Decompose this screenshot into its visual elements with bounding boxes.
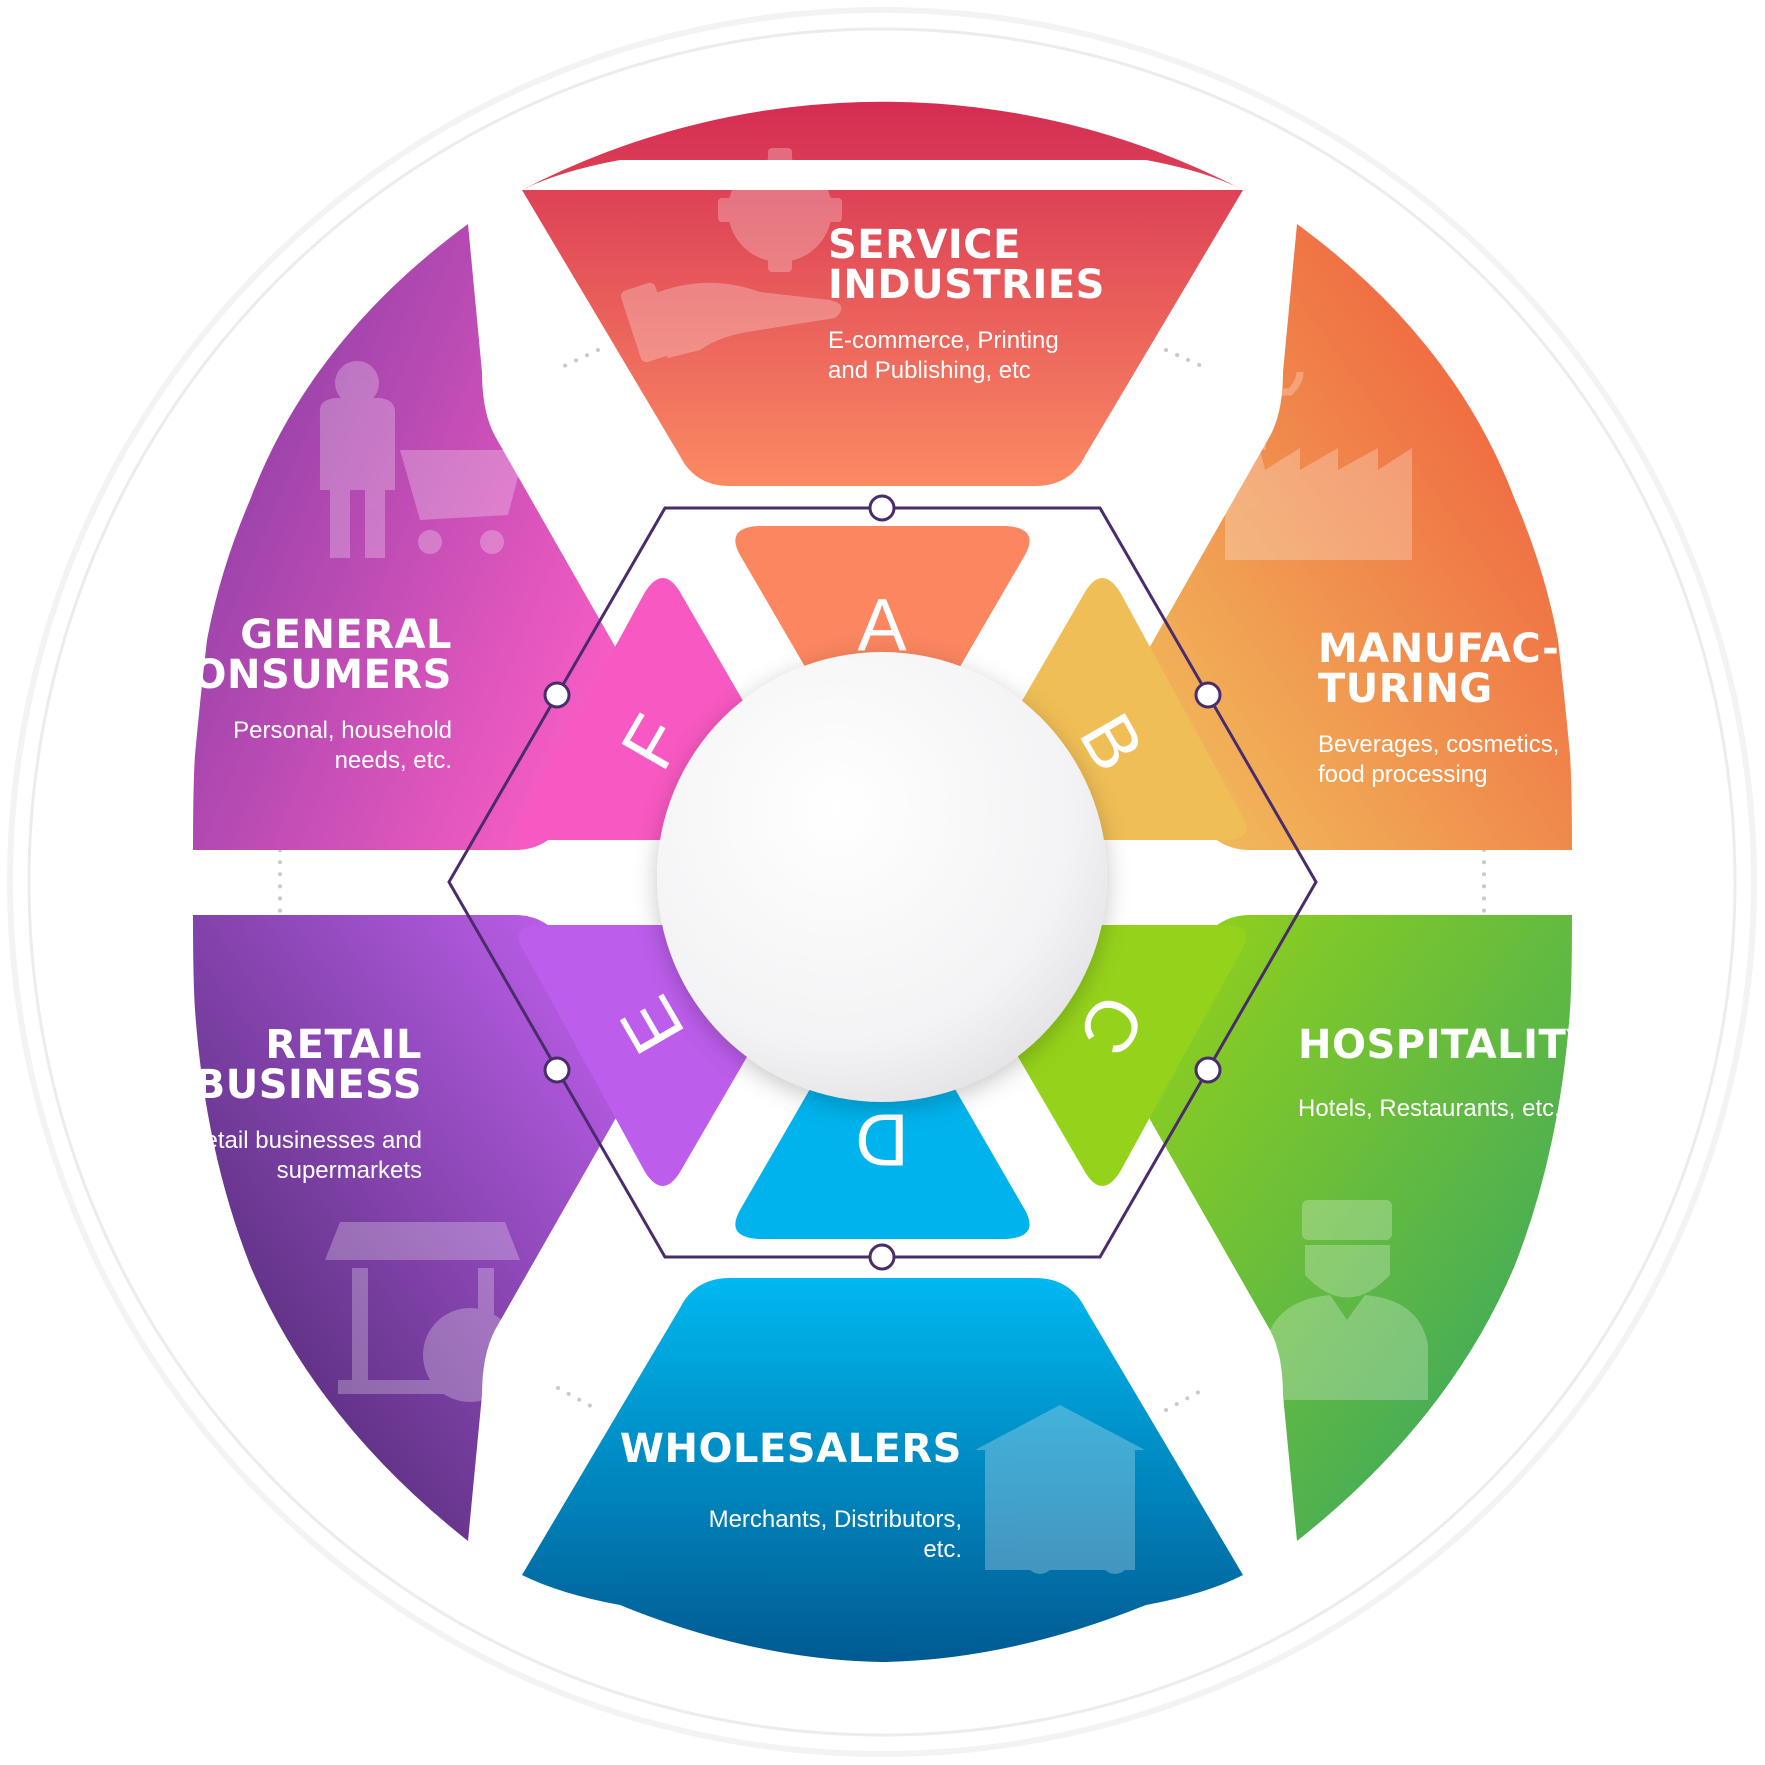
segment-title: GENERAL	[240, 612, 452, 658]
shopper-cart-icon	[320, 361, 525, 558]
segment-title: TURING	[1318, 666, 1493, 712]
segment-description: Personal, household	[233, 717, 452, 744]
letter-tiles	[518, 526, 1247, 1239]
segment-label-wholesalers: WHOLESALERS Merchants, Distributors, etc.	[620, 1426, 962, 1563]
segment-hospitality	[1132, 915, 1572, 1541]
segment-title: INDUSTRIES	[828, 262, 1105, 308]
segment-manufacturing	[1132, 224, 1572, 850]
segment-title: RETAIL	[265, 1022, 422, 1068]
segment-title: HOSPITALITY	[1298, 1022, 1596, 1068]
segment-description: and Publishing, etc	[828, 357, 1031, 384]
segment-label-manufacturing: MANUFAC-TURING Beverages, cosmetics, food …	[1318, 626, 1559, 788]
segment-title: BUSINESS	[195, 1062, 422, 1108]
inner-hexagon-outline	[447, 506, 1318, 1259]
tile-a	[735, 526, 1030, 766]
segment-label-hospitality: HOSPITALITY Hotels, Restaurants, etc.	[1298, 1022, 1596, 1122]
segment-service-industries	[522, 101, 1243, 486]
outer-ring	[7, 7, 1757, 1757]
segment-general-consumers	[193, 224, 633, 850]
letter-d: D	[855, 1099, 908, 1182]
segment-description: food processing	[1318, 761, 1487, 788]
segment-description: Hotels, Restaurants, etc.	[1298, 1095, 1561, 1122]
segment-description: needs, etc.	[335, 747, 452, 774]
gap-connectors	[278, 348, 1486, 1412]
segment-wholesalers	[522, 1278, 1243, 1662]
segment-description: Retail businesses and	[187, 1127, 422, 1154]
segment-title: CONSUMERS	[163, 652, 452, 698]
segment-description: etc.	[923, 1536, 962, 1563]
factory-icon	[1225, 371, 1412, 560]
store-cart-icon	[325, 1222, 520, 1402]
bellhop-icon	[1265, 1200, 1428, 1400]
warehouse-truck-icon	[975, 1405, 1145, 1574]
segment-title: SERVICE	[828, 222, 1021, 268]
segment-description: E-commerce, Printing	[828, 327, 1059, 354]
segment-title: MANUFAC-	[1318, 626, 1559, 672]
segment-description: Beverages, cosmetics,	[1318, 731, 1559, 758]
segment-description: supermarkets	[277, 1157, 422, 1184]
center-circle	[657, 652, 1107, 1102]
tile-d	[735, 998, 1030, 1239]
segment-title: WHOLESALERS	[620, 1426, 962, 1472]
segment-description: Merchants, Distributors,	[709, 1506, 962, 1533]
hexagon-nodes	[543, 494, 1222, 1271]
gear-hand-icon	[621, 148, 842, 363]
outer-ring-inner	[27, 27, 1737, 1737]
segment-retail-business	[193, 915, 633, 1541]
